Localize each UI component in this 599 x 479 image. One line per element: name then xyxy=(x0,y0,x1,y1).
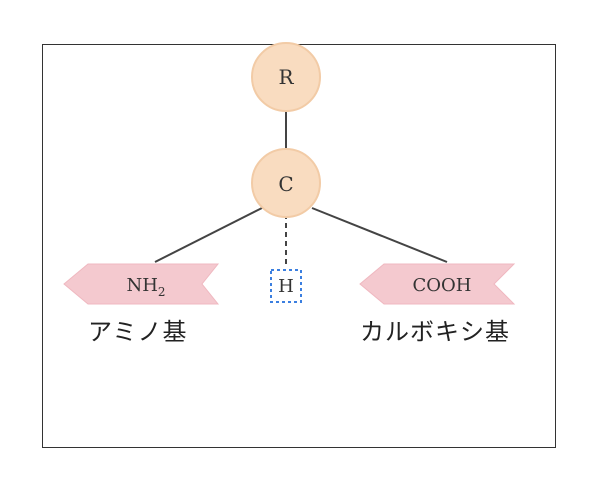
atom-c-label: C xyxy=(278,172,293,196)
atom-r-label: R xyxy=(278,65,294,89)
atom-c[interactable]: C xyxy=(251,148,321,218)
bond-c-amino xyxy=(154,207,263,263)
carboxyl-formula: COOH xyxy=(413,275,472,296)
amino-caption: アミノ基 xyxy=(88,318,188,346)
carboxyl-caption: カルボキシ基 xyxy=(360,318,510,346)
bond-c-carboxyl xyxy=(311,207,448,263)
carboxyl-group-banner[interactable]: COOH xyxy=(359,263,516,305)
atom-r[interactable]: R xyxy=(251,42,321,112)
selection-box xyxy=(270,269,302,303)
diagram-frame xyxy=(42,44,556,448)
atom-h-label: H xyxy=(278,276,294,297)
amino-formula: NH2 xyxy=(126,275,165,299)
amino-group-banner[interactable]: NH2 xyxy=(63,263,220,305)
atom-h[interactable]: H xyxy=(270,269,302,303)
